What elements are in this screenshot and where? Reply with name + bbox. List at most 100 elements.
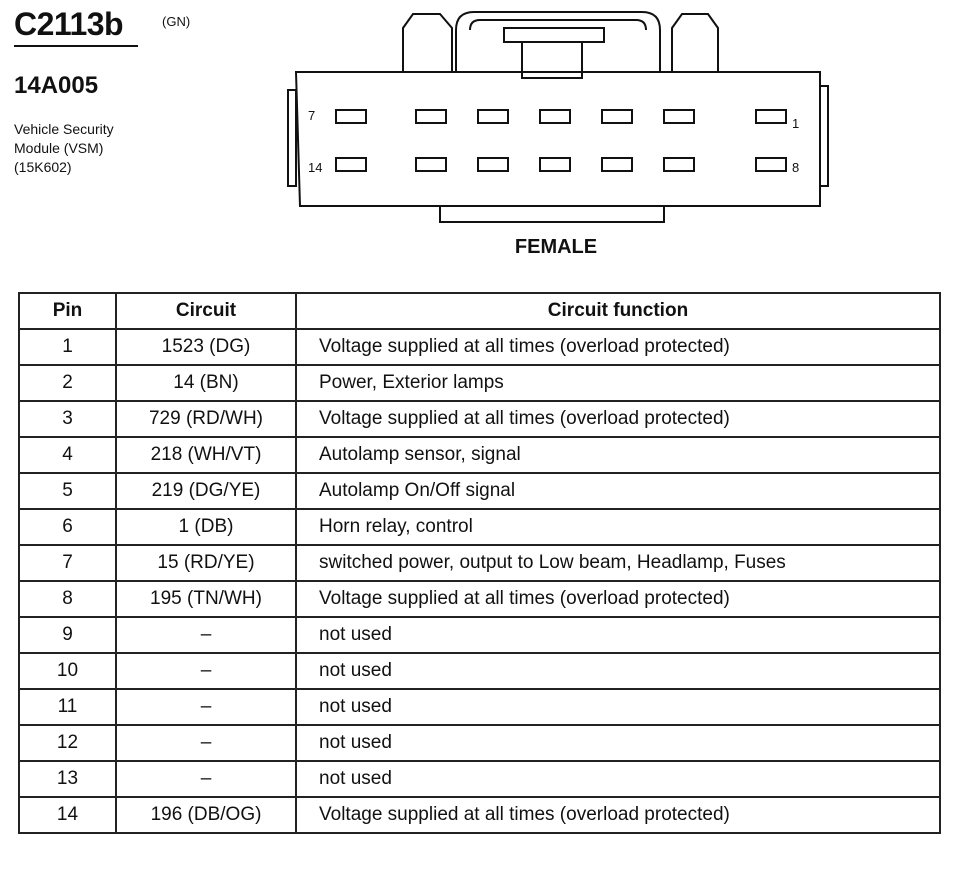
pin-cell: 1 bbox=[18, 328, 117, 366]
function-cell: not used bbox=[295, 688, 941, 726]
pin-cavity-2 bbox=[663, 109, 695, 124]
header-circuit: Circuit bbox=[115, 292, 297, 330]
function-cell: Power, Exterior lamps bbox=[295, 364, 941, 402]
function-cell: Autolamp On/Off signal bbox=[295, 472, 941, 510]
circuit-cell: – bbox=[115, 688, 297, 726]
pin-cell: 2 bbox=[18, 364, 117, 402]
pin-cavity-11 bbox=[539, 157, 571, 172]
circuit-cell: 14 (BN) bbox=[115, 364, 297, 402]
pin-cavity-14 bbox=[335, 157, 367, 172]
lock-body bbox=[521, 41, 583, 79]
header-circuit-function: Circuit function bbox=[295, 292, 941, 330]
pin-cell: 8 bbox=[18, 580, 117, 618]
left-side-rib bbox=[287, 89, 297, 187]
pin-cell: 5 bbox=[18, 472, 117, 510]
lock-lever bbox=[469, 19, 647, 31]
left-latch-tab bbox=[402, 13, 453, 72]
pin-cavity-13 bbox=[415, 157, 447, 172]
circuit-cell: – bbox=[115, 760, 297, 798]
function-cell: not used bbox=[295, 652, 941, 690]
pin-cavity-6 bbox=[415, 109, 447, 124]
pin-cell: 7 bbox=[18, 544, 117, 582]
lock-tab bbox=[503, 27, 605, 43]
pin-cell: 3 bbox=[18, 400, 117, 438]
pin-cavity-5 bbox=[477, 109, 509, 124]
right-side-rib bbox=[819, 85, 829, 187]
function-cell: Voltage supplied at all times (overload … bbox=[295, 328, 941, 366]
circuit-cell: 195 (TN/WH) bbox=[115, 580, 297, 618]
pin-label-top-right: 1 bbox=[792, 116, 799, 131]
circuit-cell: 219 (DG/YE) bbox=[115, 472, 297, 510]
pin-cell: 9 bbox=[18, 616, 117, 654]
circuit-cell: 218 (WH/VT) bbox=[115, 436, 297, 474]
table-header-row: Pin Circuit Circuit function bbox=[18, 292, 941, 330]
function-cell: switched power, output to Low beam, Head… bbox=[295, 544, 941, 582]
circuit-cell: 15 (RD/YE) bbox=[115, 544, 297, 582]
function-cell: not used bbox=[295, 724, 941, 762]
function-cell: not used bbox=[295, 760, 941, 798]
table-row: 10–not used bbox=[18, 652, 941, 690]
table-row: 13–not used bbox=[18, 760, 941, 798]
pin-label-bottom-right: 8 bbox=[792, 160, 799, 175]
circuit-cell: – bbox=[115, 724, 297, 762]
function-cell: Autolamp sensor, signal bbox=[295, 436, 941, 474]
table-row: 9–not used bbox=[18, 616, 941, 654]
pin-cavity-1 bbox=[755, 109, 787, 124]
function-cell: Voltage supplied at all times (overload … bbox=[295, 796, 941, 834]
circuit-cell: 1523 (DG) bbox=[115, 328, 297, 366]
pin-cell: 14 bbox=[18, 796, 117, 834]
table-row: 12–not used bbox=[18, 724, 941, 762]
circuit-cell: – bbox=[115, 652, 297, 690]
pin-cell: 13 bbox=[18, 760, 117, 798]
pin-cell: 10 bbox=[18, 652, 117, 690]
title-underline bbox=[14, 45, 138, 47]
function-cell: Voltage supplied at all times (overload … bbox=[295, 580, 941, 618]
circuit-cell: 196 (DB/OG) bbox=[115, 796, 297, 834]
color-code: (GN) bbox=[162, 14, 191, 29]
connector-id: C2113b bbox=[14, 6, 124, 42]
pin-label-top-left: 7 bbox=[308, 108, 315, 123]
module-line: Vehicle Security bbox=[14, 121, 114, 137]
pin-cell: 4 bbox=[18, 436, 117, 474]
pin-cavity-8 bbox=[755, 157, 787, 172]
module-line: (15K602) bbox=[14, 159, 72, 175]
part-number: 14A005 bbox=[14, 72, 99, 99]
pin-label-bottom-left: 14 bbox=[308, 160, 322, 175]
table-row: 11–not used bbox=[18, 688, 941, 726]
module-description: Vehicle Security Module (VSM) (15K602) bbox=[14, 120, 114, 177]
pin-cavity-4 bbox=[539, 109, 571, 124]
circuit-cell: – bbox=[115, 616, 297, 654]
pin-cavity-12 bbox=[477, 157, 509, 172]
right-latch-tab bbox=[671, 13, 719, 72]
pin-cell: 12 bbox=[18, 724, 117, 762]
function-cell: Voltage supplied at all times (overload … bbox=[295, 400, 941, 438]
pin-cell: 6 bbox=[18, 508, 117, 546]
function-cell: Horn relay, control bbox=[295, 508, 941, 546]
connector-housing bbox=[294, 71, 821, 207]
header-pin: Pin bbox=[18, 292, 117, 330]
center-lock-frame bbox=[455, 11, 661, 72]
module-line: Module (VSM) bbox=[14, 140, 104, 156]
pin-cell: 11 bbox=[18, 688, 117, 726]
circuit-cell: 1 (DB) bbox=[115, 508, 297, 546]
bottom-key bbox=[439, 206, 665, 223]
function-cell: not used bbox=[295, 616, 941, 654]
connector-gender-label: FEMALE bbox=[514, 236, 598, 258]
pin-cavity-3 bbox=[601, 109, 633, 124]
circuit-cell: 729 (RD/WH) bbox=[115, 400, 297, 438]
connector-face-diagram: 7 1 14 8 bbox=[287, 11, 829, 223]
pin-cavity-10 bbox=[601, 157, 633, 172]
pin-cavity-7 bbox=[335, 109, 367, 124]
pin-cavity-9 bbox=[663, 157, 695, 172]
